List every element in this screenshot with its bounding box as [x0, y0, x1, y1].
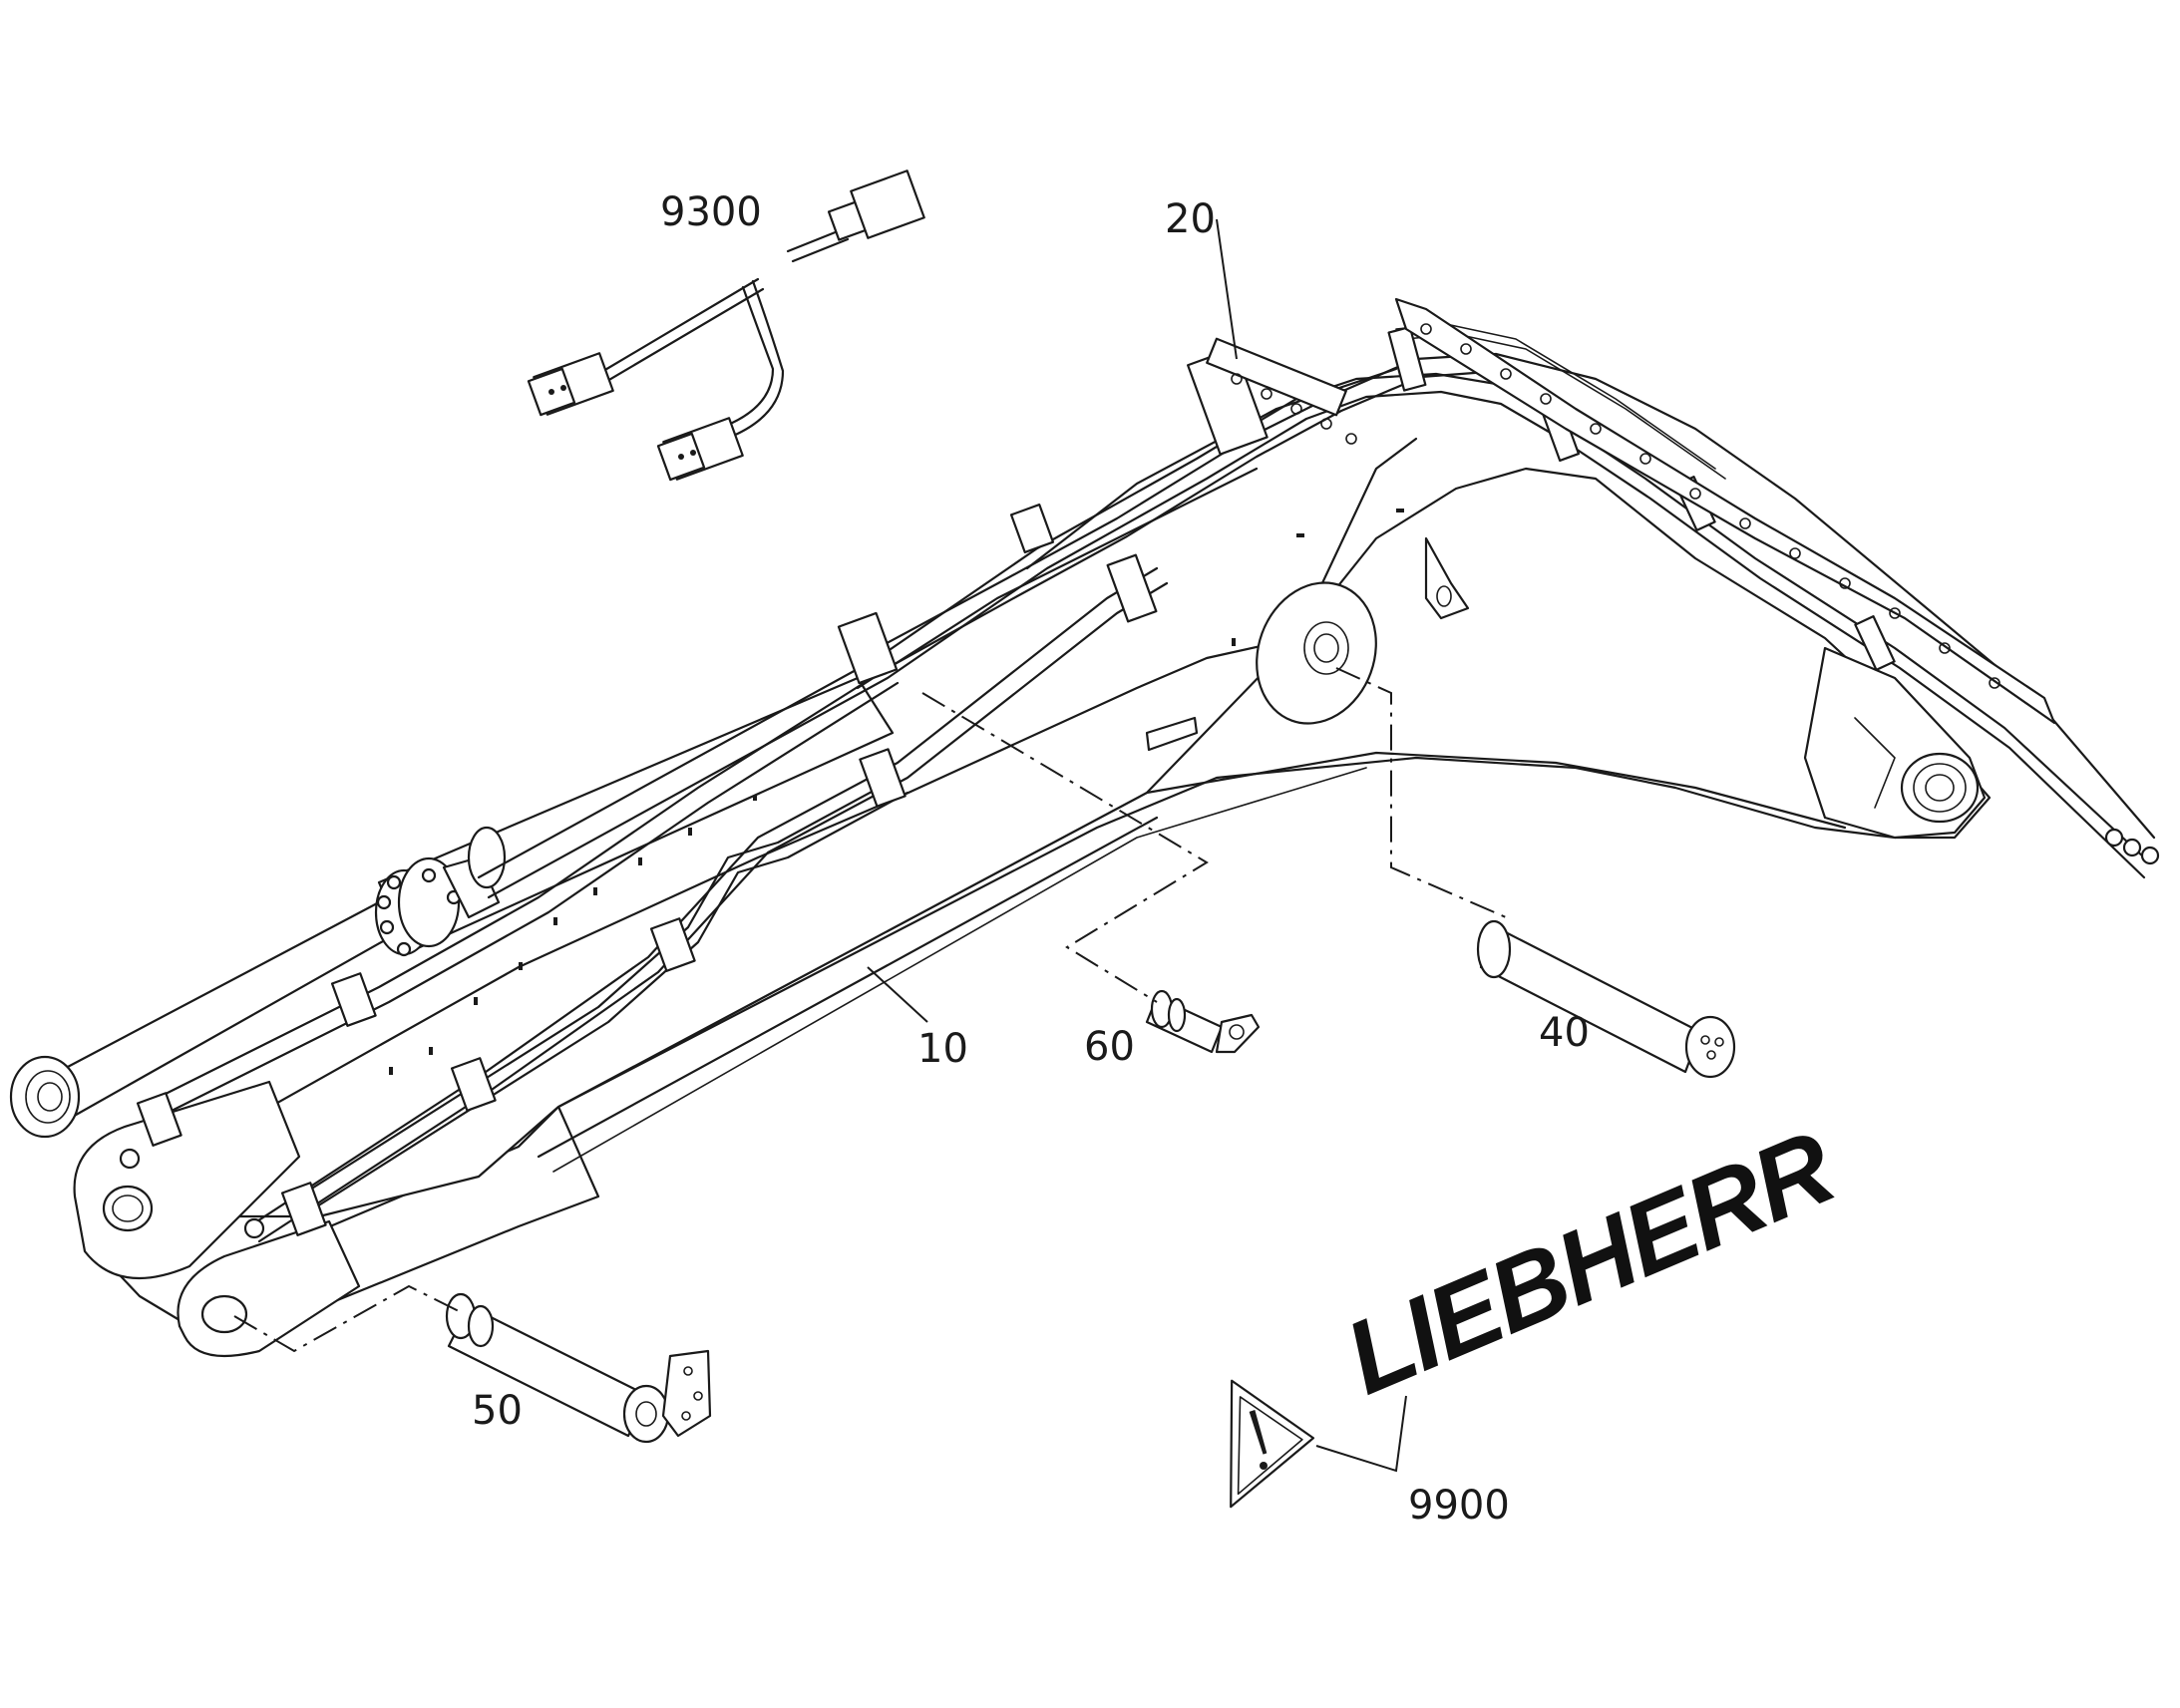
connector-icon [527, 352, 614, 417]
callout-20: 20 [1165, 196, 1216, 242]
callout-9300: 9300 [660, 189, 762, 235]
callout-40: 40 [1539, 1010, 1590, 1056]
callout-60: 60 [1084, 1024, 1135, 1070]
side-holes [389, 509, 1404, 1075]
wire-harness-9300 [527, 170, 925, 482]
assembly-lines [233, 667, 1507, 1353]
callout-10: 10 [917, 1026, 968, 1072]
callout-labels: 9300 20 10 60 40 50 9900 [472, 189, 1590, 1529]
callout-9900: 9900 [1408, 1483, 1510, 1529]
warning-triangle-icon [1230, 1379, 1315, 1509]
decal-set-9900: LIEBHERR [1230, 1109, 1851, 1509]
brand-logo: LIEBHERR [1330, 1109, 1851, 1417]
fitting-dots [1231, 323, 2000, 689]
leader-lines [867, 218, 1407, 1473]
hose-clamps [119, 297, 2160, 1239]
pin-50 [445, 1292, 712, 1444]
callout-50: 50 [472, 1388, 523, 1434]
pin-60 [1145, 989, 1261, 1054]
pin-40 [1476, 919, 1736, 1079]
